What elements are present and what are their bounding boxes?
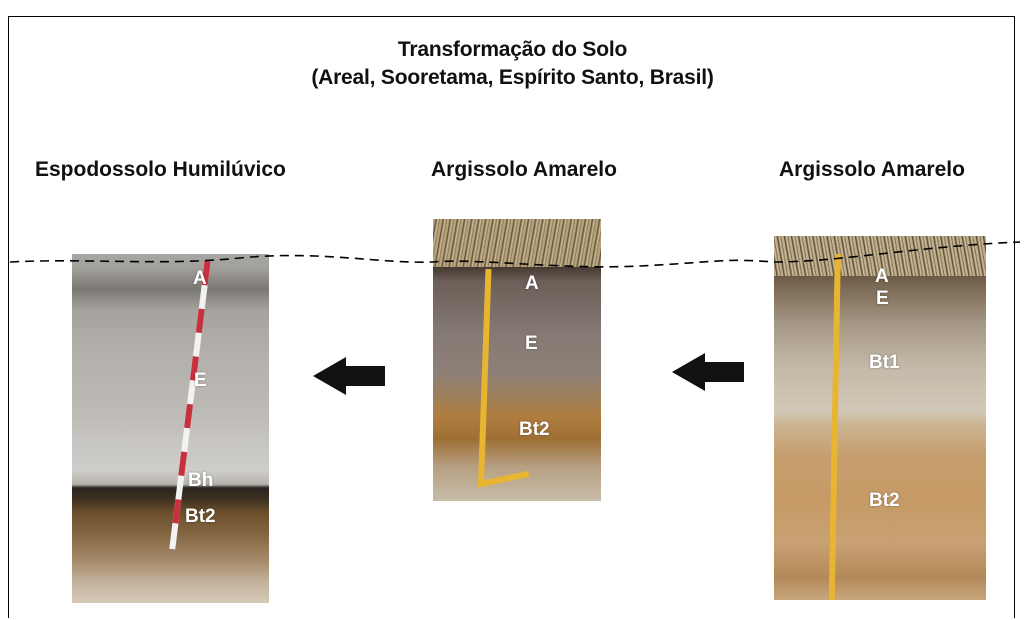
horizon-label-a: A xyxy=(193,268,207,289)
figure-frame xyxy=(8,16,1015,618)
figure-title: Transformação do Solo xyxy=(397,38,628,61)
horizon-label-e: E xyxy=(525,333,538,354)
soil-profile-argissolo-right-photo: A E Bt1 Bt2 xyxy=(774,236,986,600)
horizon-label-a: A xyxy=(875,266,889,287)
horizon-label-e: E xyxy=(876,288,889,309)
arrow-left-icon xyxy=(313,357,385,395)
horizon-label-bh: Bh xyxy=(188,470,214,491)
measuring-stick-yellow xyxy=(477,268,530,488)
profile-heading-espodossolo: Espodossolo Humilúvico xyxy=(35,158,286,181)
horizon-label-bt1: Bt1 xyxy=(869,352,900,373)
soil-profile-argissolo-middle-photo: A E Bt2 xyxy=(433,219,601,501)
measuring-stick-yellow xyxy=(828,253,841,600)
horizon-label-a: A xyxy=(525,273,539,294)
horizon-label-bt2: Bt2 xyxy=(519,419,550,440)
soil-profile-espodossolo-photo: A E Bh Bt2 xyxy=(72,254,269,603)
profile-heading-argissolo-right: Argissolo Amarelo xyxy=(779,158,965,181)
figure-subtitle: (Areal, Sooretama, Espírito Santo, Brasi… xyxy=(311,66,714,89)
horizon-label-bt2: Bt2 xyxy=(185,506,216,527)
profile-heading-argissolo-middle: Argissolo Amarelo xyxy=(431,158,617,181)
horizon-label-bt2: Bt2 xyxy=(869,490,900,511)
arrow-left-icon xyxy=(672,353,744,391)
horizon-label-e: E xyxy=(194,370,207,391)
measuring-stick-red-white xyxy=(169,260,211,550)
